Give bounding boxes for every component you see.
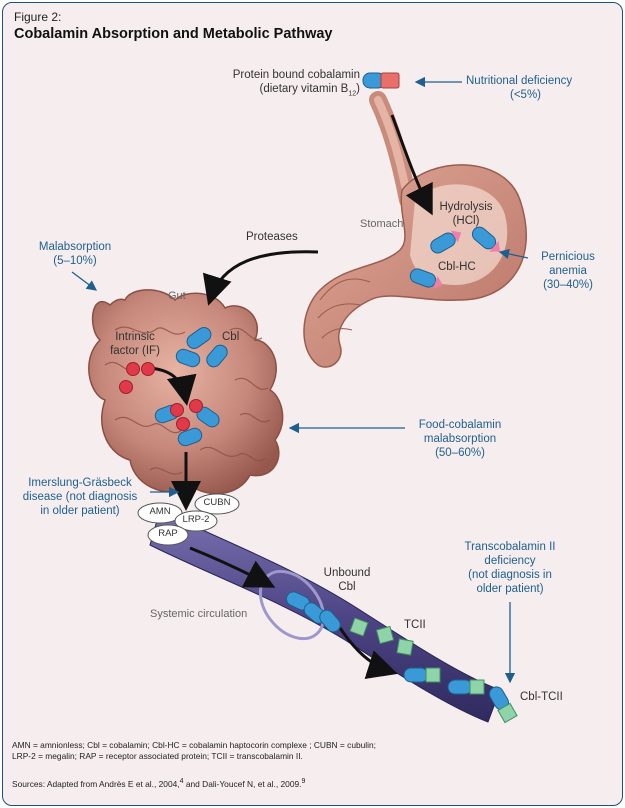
malabsorption-line2: (5–10%) [53, 255, 97, 267]
nutritional-line2: (<5%) [510, 89, 541, 101]
stomach-illustration [303, 164, 527, 368]
protein-bound-label: Protein bound cobalamin (dietary vitamin… [220, 68, 360, 101]
sources-note: Sources: Adapted from Andrès E et al., 2… [12, 776, 607, 790]
figure-title: Cobalamin Absorption and Metabolic Pathw… [14, 26, 333, 42]
food-cobalamin-label: Food-cobalamin malabsorption (50–60%) [405, 418, 515, 460]
cbl-hc-label: Cbl-HC [438, 261, 476, 273]
food-line2: malabsorption [423, 433, 497, 445]
intrinsic-line2: factor (IF) [110, 345, 160, 357]
cbl-label: Cbl [222, 331, 240, 343]
transcobalamin-line2: deficiency [484, 555, 536, 567]
hydrolysis-line: Hydrolysis [439, 201, 493, 213]
sources-text-a: Sources: Adapted from Andrès E et al., 2… [12, 778, 180, 789]
pernicious-line3: (30–40%) [543, 279, 593, 291]
abbreviations-note: AMN = amnionless; Cbl = cobalamin; Cbl-H… [12, 740, 607, 762]
malabsorption-label: Malabsorption (5–10%) [30, 240, 120, 268]
food-line3: (50–60%) [435, 447, 485, 459]
sources-sup1: 4 [179, 778, 184, 785]
protein-bound-line2: (dietary vitamin B12) [220, 82, 360, 101]
protein-bound-subscript: 12 [348, 90, 357, 98]
stomach-label: Stomach [360, 218, 404, 230]
pernicious-line1: Pernicious [541, 251, 595, 263]
amn-label: AMN [149, 506, 171, 517]
protein-bound-line2-end: ) [356, 83, 360, 95]
imerslund-line2: disease (not diagnosis [22, 491, 138, 503]
receptor-shapes [137, 493, 240, 546]
pernicious-anemia-label: Pernicious anemia (30–40%) [528, 250, 608, 292]
if-cbl-complexes [154, 399, 220, 447]
food-line1: Food-cobalamin [418, 419, 502, 431]
rap-label: RAP [158, 528, 178, 539]
cause-arrows [71, 76, 529, 684]
lrp2-label: LRP-2 [182, 514, 210, 525]
transcobalamin-line1: Transcobalamin II [464, 541, 556, 553]
tcii-label: TCII [404, 619, 426, 631]
intrinsic-factor-label: Intrinsic factor (IF) [100, 330, 170, 358]
flow-arrows [149, 114, 433, 680]
sources-text-b: and Dali-Youcef N, et al., 2009. [183, 778, 302, 789]
abbrev-line1: AMN = amnionless; Cbl = cobalamin; Cbl-H… [12, 740, 377, 750]
nutritional-line1: Nutritional deficiency [466, 75, 573, 87]
unbound-line1: Unbound [323, 567, 371, 579]
protein-bound-line2-text: (dietary vitamin B [259, 83, 349, 95]
unbound-line2: Cbl [338, 581, 356, 593]
intrinsic-line1: Intrinsic [115, 331, 155, 343]
cbl-tcii-complexes [403, 667, 518, 724]
cbl-tcii-label: Cbl-TCII [520, 691, 563, 703]
cbl-capsules-gut [175, 327, 228, 368]
cbl-hc-complexes [409, 226, 501, 290]
imerslund-label: Imerslung-Gräsbeck disease (not diagnosi… [10, 476, 150, 518]
nutritional-deficiency-label: Nutritional deficiency (<5%) [466, 74, 616, 102]
figure-label: Figure 2: [14, 10, 62, 24]
imerslund-line3: in older patient) [40, 505, 120, 517]
transcobalamin-label: Transcobalamin II deficiency (not diagno… [450, 540, 570, 596]
unbound-cbl-label: Unbound Cbl [322, 566, 372, 594]
malabsorption-line1: Malabsorption [38, 241, 112, 253]
abbrev-line2: LRP-2 = megalin; RAP = receptor associat… [12, 751, 303, 761]
cubn-label: CUBN [203, 497, 231, 508]
hydrolysis-label: Hydrolysis (HCl) [436, 200, 496, 228]
transcobalamin-line4: older patient) [476, 583, 544, 595]
intrinsic-factor-dots [119, 362, 155, 394]
proteases-label: Proteases [246, 231, 298, 243]
systemic-circulation-label: Systemic circulation [150, 608, 248, 620]
sources-sup2: 9 [301, 778, 306, 785]
gut-label: Gut [168, 290, 186, 302]
pernicious-line2: anemia [549, 265, 587, 277]
hcl-line: (HCl) [452, 215, 480, 227]
unbound-cbl-capsules [285, 591, 341, 633]
tcii-squares [349, 617, 414, 656]
protein-bound-cobalamin-capsule [362, 72, 400, 89]
protein-bound-line1: Protein bound cobalamin [232, 69, 360, 81]
transcobalamin-line3: (not diagnosis in [468, 569, 552, 581]
imerslund-line1: Imerslung-Gräsbeck [28, 477, 132, 489]
